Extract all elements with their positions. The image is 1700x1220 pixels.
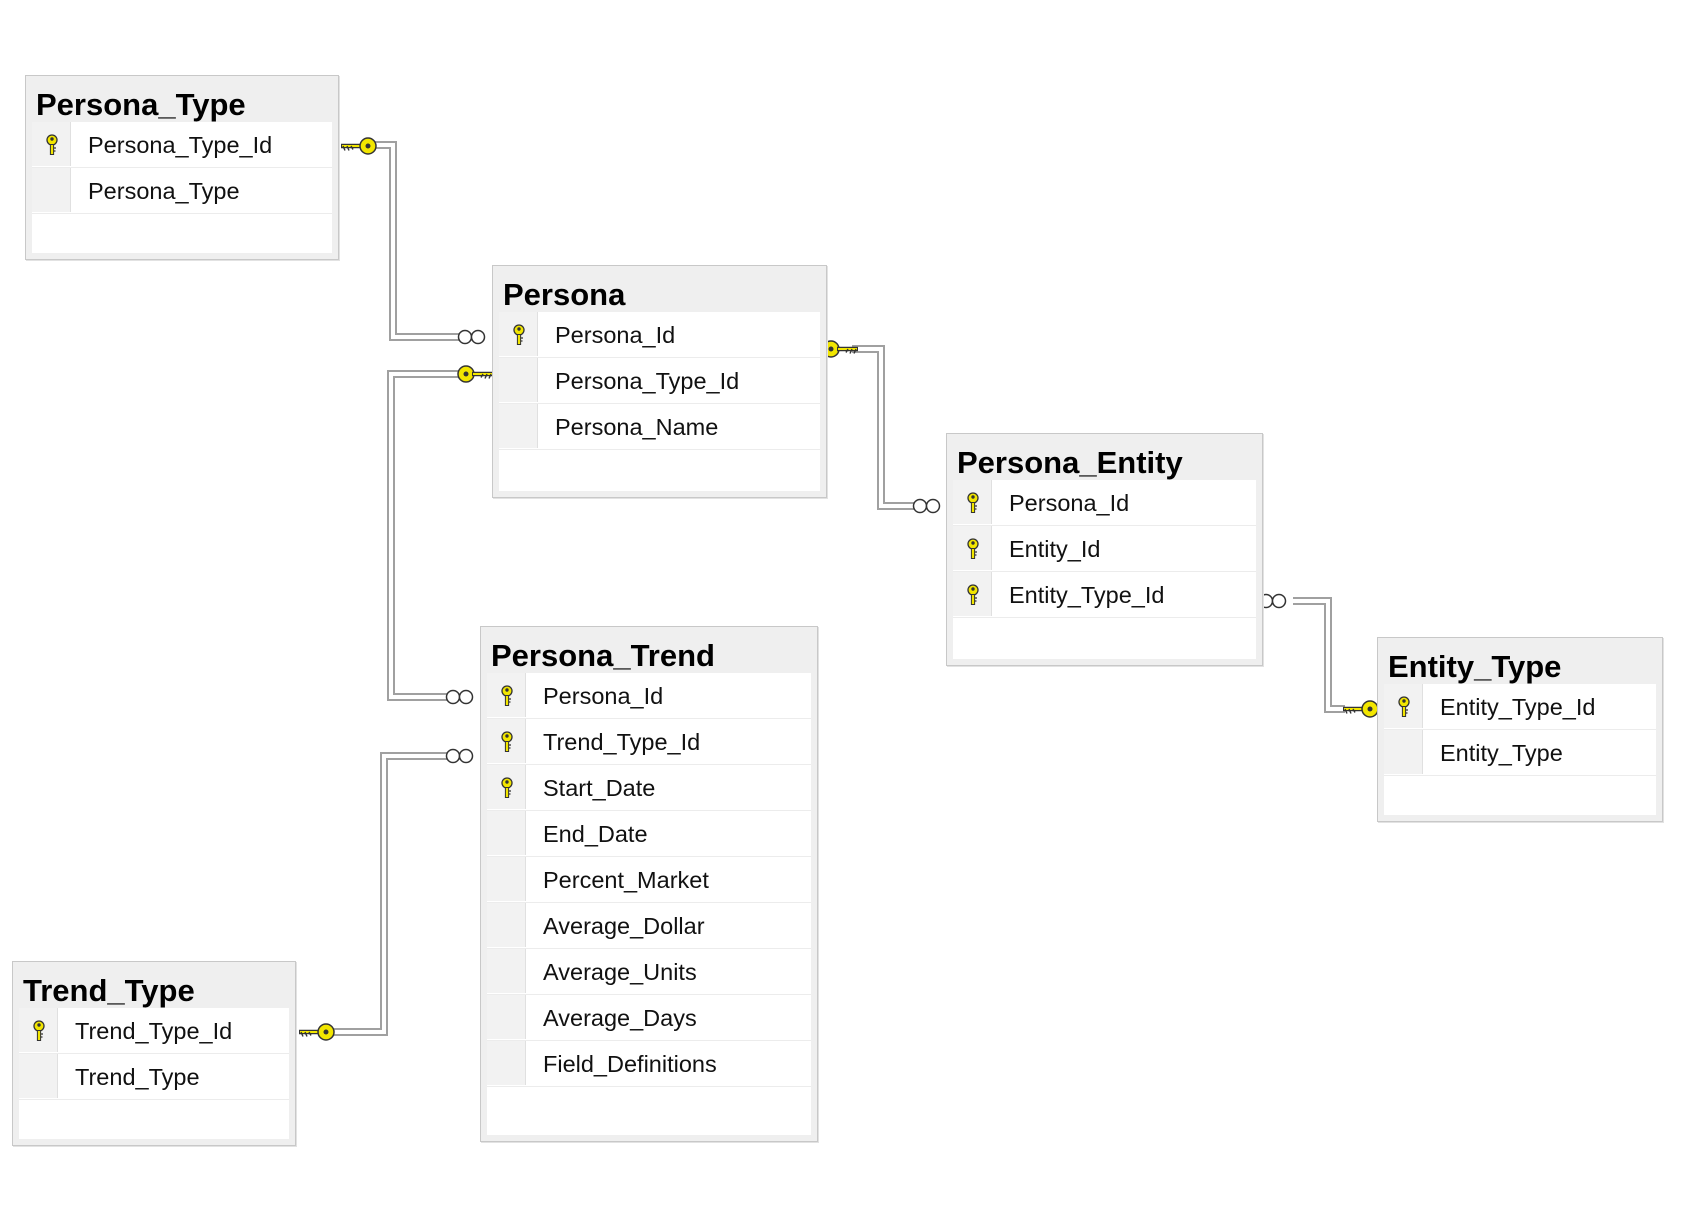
column-name: Entity_Id: [1009, 536, 1101, 562]
row-selector: [499, 404, 538, 448]
column-row[interactable]: Persona_Name: [499, 404, 820, 450]
table-title: Persona_Type: [36, 87, 246, 122]
column-row[interactable]: Trend_Type_Id: [487, 719, 811, 765]
column-name: Persona_Id: [555, 322, 676, 348]
column-name: Persona_Name: [555, 414, 719, 440]
table-title: Persona_Entity: [957, 445, 1183, 480]
row-selector: [487, 857, 526, 901]
row-selector: [1384, 684, 1423, 728]
table-title: Persona_Trend: [491, 638, 715, 673]
relationship-persona-persona-trend: [387, 370, 460, 701]
column-row[interactable]: Persona_Id: [487, 673, 811, 719]
row-selector: [487, 1041, 526, 1085]
column-name: Entity_Type_Id: [1009, 582, 1165, 608]
column-name: Persona_Type_Id: [555, 368, 740, 394]
row-selector: [499, 358, 538, 402]
relationship-persona-persona-entity: [852, 345, 915, 510]
column-name: Persona_Type_Id: [88, 132, 273, 158]
column-row[interactable]: Average_Units: [487, 949, 811, 995]
column-row[interactable]: Trend_Type_Id: [19, 1008, 289, 1054]
row-selector: [32, 122, 71, 166]
row-selector: [487, 719, 526, 763]
row-selector: [487, 903, 526, 947]
column-row[interactable]: Trend_Type: [19, 1054, 289, 1100]
column-name: Average_Units: [543, 959, 697, 985]
column-name: Field_Definitions: [543, 1051, 717, 1077]
column-name: Average_Days: [543, 1005, 697, 1031]
row-selector: [499, 312, 538, 356]
column-name: Average_Dollar: [543, 913, 705, 939]
column-row[interactable]: End_Date: [487, 811, 811, 857]
column-row[interactable]: Entity_Type_Id: [953, 572, 1256, 618]
column-name: Entity_Type_Id: [1440, 694, 1596, 720]
column-name: Trend_Type_Id: [75, 1018, 233, 1044]
table-title: Entity_Type: [1388, 649, 1562, 684]
column-name: Start_Date: [543, 775, 656, 801]
column-name: Persona_Id: [543, 683, 664, 709]
column-name: Percent_Market: [543, 867, 709, 893]
relationship-persona-type-persona: [370, 141, 460, 341]
column-row[interactable]: Persona_Id: [499, 312, 820, 358]
table-title: Persona: [503, 277, 626, 312]
row-selector: [953, 526, 992, 570]
table-title: Trend_Type: [23, 973, 195, 1008]
row-selector: [953, 572, 992, 616]
relationship-entity-type-persona-entity: [1293, 597, 1345, 713]
column-row[interactable]: Persona_Type_Id: [499, 358, 820, 404]
column-name: End_Date: [543, 821, 648, 847]
row-selector: [487, 995, 526, 1039]
column-row[interactable]: Entity_Type_Id: [1384, 684, 1656, 730]
column-name: Trend_Type: [75, 1064, 200, 1090]
column-row[interactable]: Start_Date: [487, 765, 811, 811]
row-selector: [487, 673, 526, 717]
column-row[interactable]: Persona_Type_Id: [32, 122, 332, 168]
row-selector: [19, 1054, 58, 1098]
column-row[interactable]: Average_Days: [487, 995, 811, 1041]
column-row[interactable]: Field_Definitions: [487, 1041, 811, 1087]
row-selector: [953, 480, 992, 524]
column-row[interactable]: Entity_Id: [953, 526, 1256, 572]
row-selector: [487, 949, 526, 993]
row-selector: [1384, 730, 1423, 774]
column-name: Persona_Id: [1009, 490, 1130, 516]
row-selector: [19, 1008, 58, 1052]
column-name: Entity_Type: [1440, 740, 1563, 766]
row-selector: [32, 168, 71, 212]
column-name: Persona_Type: [88, 178, 240, 204]
column-row[interactable]: Percent_Market: [487, 857, 811, 903]
column-row[interactable]: Entity_Type: [1384, 730, 1656, 776]
relationship-trend-type-persona-trend: [328, 752, 448, 1036]
column-name: Trend_Type_Id: [543, 729, 701, 755]
column-row[interactable]: Average_Dollar: [487, 903, 811, 949]
row-selector: [487, 765, 526, 809]
column-row[interactable]: Persona_Id: [953, 480, 1256, 526]
row-selector: [487, 811, 526, 855]
column-row[interactable]: Persona_Type: [32, 168, 332, 214]
